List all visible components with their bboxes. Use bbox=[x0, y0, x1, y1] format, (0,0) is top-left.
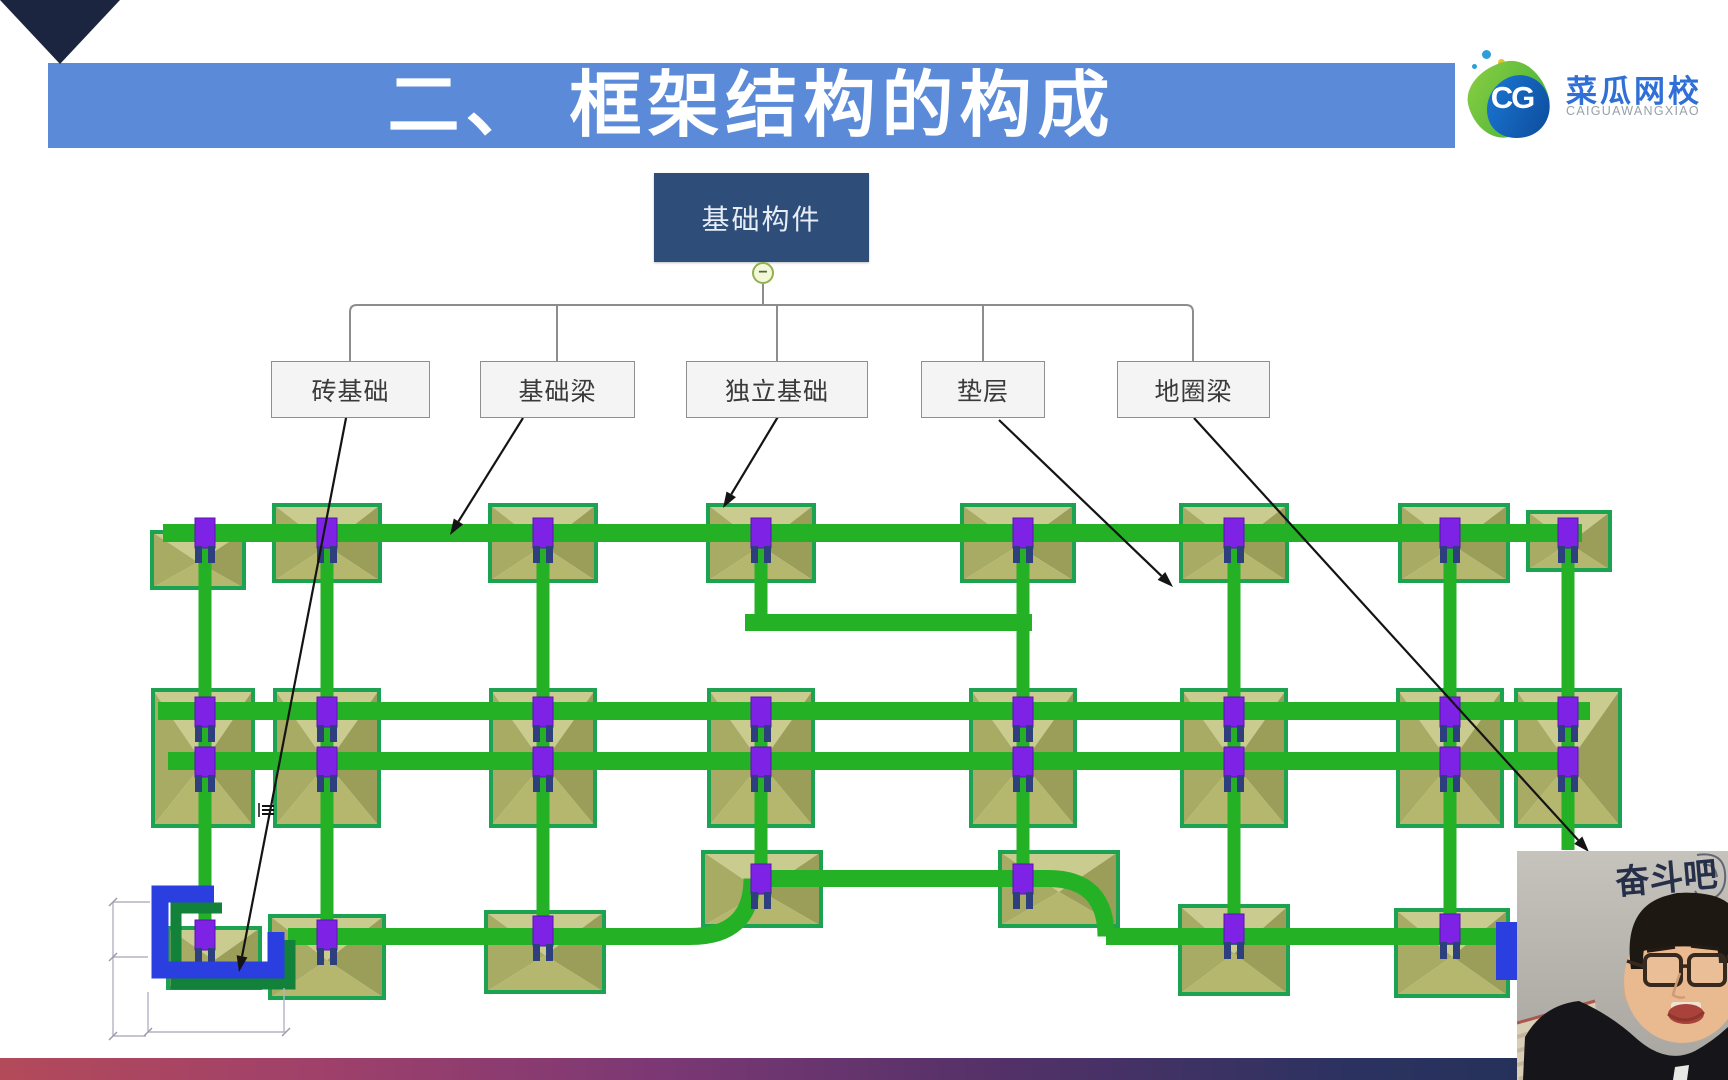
dimension-lines bbox=[108, 897, 291, 1041]
bottom-gradient-bar bbox=[0, 1058, 1728, 1080]
logo-dot bbox=[1482, 50, 1491, 59]
column-stub bbox=[750, 696, 772, 742]
slide-title-banner: 二、 框架结构的构成 bbox=[48, 63, 1455, 148]
column-stub bbox=[1439, 517, 1461, 563]
presenter bbox=[1523, 892, 1728, 1080]
column-stub bbox=[750, 746, 772, 792]
column-stub bbox=[1223, 696, 1245, 742]
column-stubs bbox=[194, 517, 1579, 965]
brand-subtitle: CAIGUAWANGXIAO bbox=[1566, 104, 1700, 118]
brand-logo: CG 菜瓜网校 CAIGUAWANGXIAO bbox=[1452, 46, 1728, 150]
mindmap-node-independent-foundation: 独立基础 bbox=[686, 361, 868, 418]
structural-model-3d bbox=[150, 503, 1622, 1000]
logo-monogram: CG bbox=[1490, 80, 1536, 115]
logo-dot bbox=[1472, 64, 1477, 69]
column-stub bbox=[1223, 913, 1245, 959]
column-stub bbox=[1012, 746, 1034, 792]
column-stub bbox=[750, 517, 772, 563]
annotation-arrows bbox=[236, 412, 1589, 972]
column-stub bbox=[532, 915, 554, 961]
presenter-portrait bbox=[1517, 853, 1728, 1080]
mindmap-node-foundation-beam: 基础梁 bbox=[480, 361, 635, 418]
column-stub bbox=[1439, 746, 1461, 792]
column-stub bbox=[1223, 517, 1245, 563]
calligraphy-text: 奋斗吧 bbox=[1613, 854, 1719, 904]
column-stub bbox=[1439, 913, 1461, 959]
brick-foundation-highlight bbox=[151, 885, 1518, 990]
column-stub bbox=[194, 517, 216, 563]
collapse-toggle[interactable]: − bbox=[752, 262, 774, 284]
column-stub bbox=[194, 696, 216, 742]
mindmap-root-node: 基础构件 bbox=[654, 173, 869, 262]
column-stub bbox=[1557, 746, 1579, 792]
slide-title: 二、 框架结构的构成 bbox=[387, 65, 1116, 146]
column-stub bbox=[1012, 863, 1034, 909]
logo-mark-icon: CG bbox=[1460, 50, 1562, 148]
webcam-overlay: 奋斗吧 bbox=[1517, 851, 1728, 1080]
footing-pads bbox=[150, 503, 1622, 1000]
column-stub bbox=[532, 517, 554, 563]
mindmap-node-cushion-layer: 垫层 bbox=[921, 361, 1045, 418]
column-stub bbox=[1557, 517, 1579, 563]
column-stub bbox=[1223, 746, 1245, 792]
column-stub bbox=[750, 863, 772, 909]
column-stub bbox=[532, 696, 554, 742]
brand-name: 菜瓜网校 bbox=[1566, 74, 1702, 109]
column-stub bbox=[316, 746, 338, 792]
column-stub bbox=[532, 746, 554, 792]
column-stub bbox=[194, 919, 216, 965]
column-stub bbox=[194, 746, 216, 792]
column-stub bbox=[1557, 696, 1579, 742]
column-stub bbox=[1012, 517, 1034, 563]
column-stub bbox=[316, 696, 338, 742]
mindmap-connectors bbox=[349, 262, 1194, 361]
column-stub bbox=[1012, 696, 1034, 742]
mindmap-node-brick-foundation: 砖基础 bbox=[271, 361, 430, 418]
column-stub bbox=[316, 919, 338, 965]
mindmap-node-ground-ring-beam: 地圈梁 bbox=[1117, 361, 1270, 418]
